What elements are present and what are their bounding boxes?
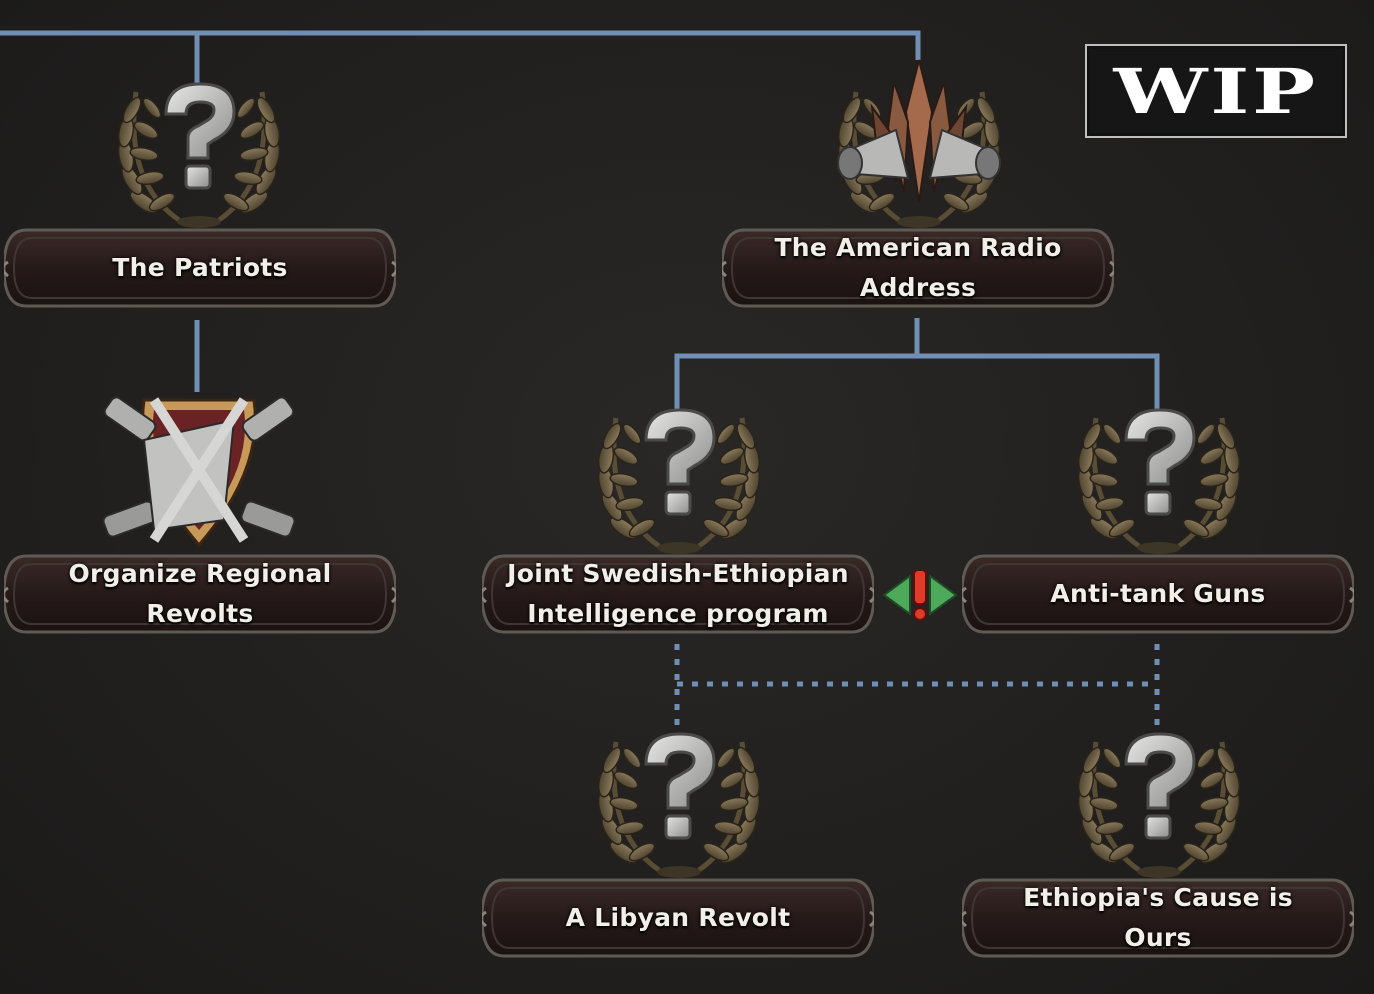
focus-banner: A Libyan Revolt	[482, 872, 874, 964]
focus-label: Organize Regional Revolts	[44, 554, 355, 634]
question-laurel-icon	[564, 732, 794, 882]
focus-label-line: The American Radio	[774, 233, 1062, 262]
radio-megaphones-laurel-icon	[804, 59, 1034, 232]
focus-banner: Ethiopia's Cause is Ours	[962, 872, 1354, 964]
mutually-exclusive-icon	[882, 569, 958, 621]
focus-banner: The American Radio Address	[722, 222, 1114, 314]
wip-badge: WIP	[1085, 44, 1347, 138]
focus-label: The American Radio Address	[750, 228, 1085, 308]
focus-label: Anti-tank Guns	[1050, 579, 1266, 608]
question-laurel-icon	[84, 82, 314, 232]
focus-banner: The Patriots	[4, 222, 396, 314]
focus-label: A Libyan Revolt	[565, 903, 791, 932]
question-laurel-icon	[1044, 408, 1274, 558]
wip-label: WIP	[1113, 54, 1319, 128]
focus-banner: Organize Regional Revolts	[4, 548, 396, 640]
crossed-swords-shield-icon	[102, 396, 296, 548]
focus-label-line: Address	[859, 273, 977, 302]
focus-label-line: Joint Swedish-Ethiopian	[507, 559, 849, 588]
focus-label: The Patriots	[112, 253, 288, 282]
focus-banner: Joint Swedish-Ethiopian Intelligence pro…	[482, 548, 874, 640]
focus-label-line: Intelligence program	[527, 599, 829, 628]
focus-label-line: Revolts	[146, 599, 254, 628]
question-laurel-icon	[1044, 732, 1274, 882]
focus-label-line: Organize Regional	[68, 559, 332, 588]
focus-label: Ethiopia's Cause is Ours	[1023, 883, 1293, 952]
focus-label: Joint Swedish-Ethiopian Intelligence pro…	[483, 554, 873, 634]
focus-banner: Anti-tank Guns	[962, 548, 1354, 640]
question-laurel-icon	[564, 408, 794, 558]
